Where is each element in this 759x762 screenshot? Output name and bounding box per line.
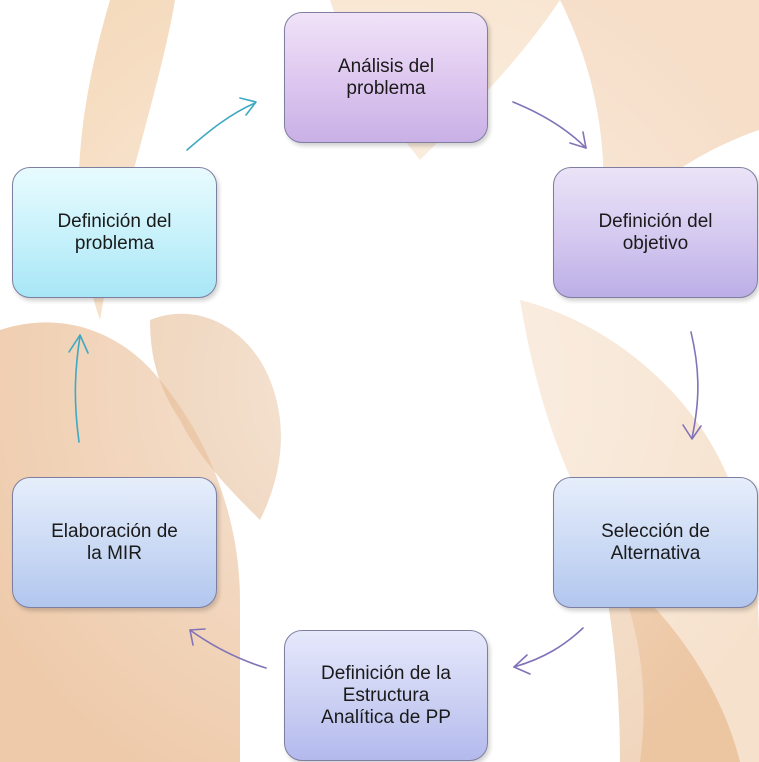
node-elaboracion-de-la-mir: Elaboración de la MIR xyxy=(12,477,217,608)
node-analisis-del-problema: Análisis del problema xyxy=(284,12,488,143)
node-definicion-estructura-analitica: Definición de la Estructura Analítica de… xyxy=(284,630,488,761)
node-label: Elaboración de la MIR xyxy=(51,520,178,564)
node-seleccion-de-alternativa: Selección de Alternativa xyxy=(553,477,758,608)
node-label: Análisis del problema xyxy=(337,55,435,99)
node-label: Definición del problema xyxy=(57,210,172,254)
node-definicion-del-objetivo: Definición del objetivo xyxy=(553,167,758,298)
node-label: Definición de la Estructura Analítica de… xyxy=(321,662,451,728)
node-label: Selección de Alternativa xyxy=(601,520,710,564)
node-definicion-del-problema: Definición del problema xyxy=(12,167,217,298)
node-label: Definición del objetivo xyxy=(598,210,713,254)
